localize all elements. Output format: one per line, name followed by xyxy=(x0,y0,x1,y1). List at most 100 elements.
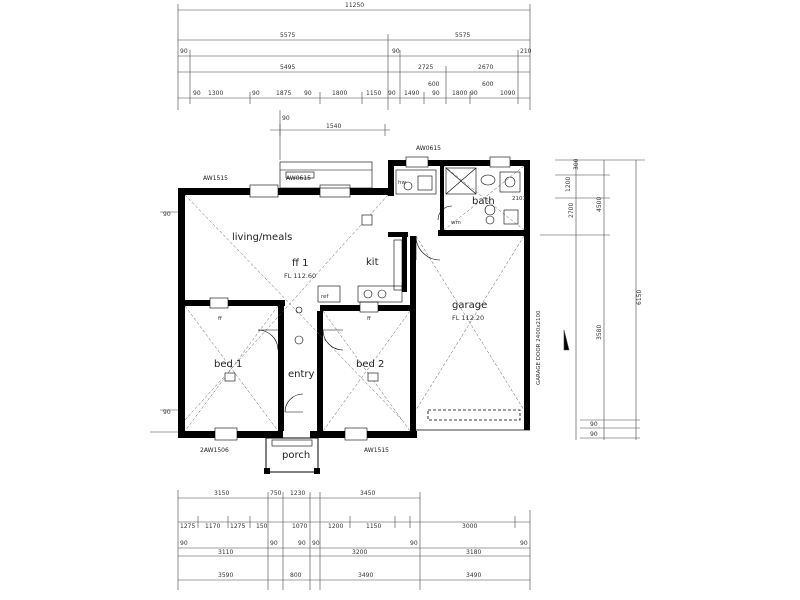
dim-b2-b: 1170 xyxy=(205,523,220,530)
robe-label-1: ff xyxy=(218,316,222,322)
dim-r-e: 90 xyxy=(590,421,598,428)
dim-b4-a: 3110 xyxy=(218,549,233,556)
window-label-2: AW0615 xyxy=(416,145,441,152)
room-bed1-label: bed 1 xyxy=(214,359,242,370)
ref-label: ref xyxy=(321,294,330,300)
dim-small: 1540 xyxy=(326,123,341,130)
dim-r4-d: 1150 xyxy=(366,90,381,97)
dim-b3-e: 90 xyxy=(410,540,418,547)
dim-r-g: 2700 xyxy=(568,203,575,218)
dim-b4-c: 3180 xyxy=(466,549,481,556)
dim-r4-e: 1490 xyxy=(404,90,419,97)
dim-sub-600: 600 xyxy=(428,81,440,88)
dim-b2-h: 3000 xyxy=(462,523,477,530)
dim-sub-b: 90 xyxy=(252,90,260,97)
dim-r4-h: 1090 xyxy=(500,90,515,97)
window-label-5: AW0615 xyxy=(286,175,311,182)
dim-b5-a: 3590 xyxy=(218,572,233,579)
ff-label: ff 1 xyxy=(292,258,308,269)
dim-r-c: 3580 xyxy=(596,325,603,340)
bottom-dimensions xyxy=(177,490,531,590)
dim-r4-g: 1800 xyxy=(452,90,467,97)
dim-b5-d: 3490 xyxy=(466,572,481,579)
dim-b3-f: 90 xyxy=(520,540,528,547)
room-entry-label: entry xyxy=(288,369,315,380)
dim-sub-a: 90 xyxy=(193,90,201,97)
room-kitchen-label: kit xyxy=(366,257,379,268)
dim-overall: 11250 xyxy=(345,2,364,9)
kitchen-fixtures xyxy=(317,214,403,303)
front-ledge xyxy=(279,161,373,189)
left-dimensions: 90 90 xyxy=(150,211,178,433)
room-garage-label: garage xyxy=(452,300,487,311)
dim-b3-c: 90 xyxy=(298,540,306,547)
ff-level-label: FL 112.60 xyxy=(284,272,316,280)
dim-r3b-a: 2725 xyxy=(418,64,433,71)
diagonals xyxy=(184,165,525,432)
dim-b2-a: 1275 xyxy=(180,523,195,530)
hw-label: hw xyxy=(398,180,406,186)
room-bed2-label: bed 2 xyxy=(356,359,384,370)
garage-level-label: FL 112.20 xyxy=(452,314,484,322)
dim-top-left: 5575 xyxy=(280,32,295,39)
dim-l-b: 90 xyxy=(163,409,171,416)
smoke-detectors xyxy=(224,306,379,382)
dim-r-a: 300 xyxy=(573,158,580,170)
dim-sub-600b: 600 xyxy=(482,81,494,88)
openings xyxy=(209,156,511,441)
room-bath-label: bath xyxy=(472,196,495,207)
dim-r-b: 1200 xyxy=(565,177,572,192)
dim-b2-f: 1200 xyxy=(328,523,343,530)
dim-r3b-b: 2670 xyxy=(478,64,493,71)
dim-left-offset: 90 xyxy=(282,115,290,122)
dim-top-right: 5575 xyxy=(455,32,470,39)
dim-b1-b: 750 xyxy=(270,490,282,497)
dim-b3-b: 90 xyxy=(270,540,278,547)
right-dimension-labels: 300 1200 2700 4500 3580 6150 90 90 xyxy=(565,158,643,438)
dim-b1-c: 1230 xyxy=(290,490,305,497)
dim-b3-d: 90 xyxy=(312,540,320,547)
room-living-label: living/meals xyxy=(232,232,292,243)
dim-sub-f: 90 xyxy=(470,90,478,97)
dim-b5-c: 3490 xyxy=(358,572,373,579)
dim-b2-g: 1150 xyxy=(366,523,381,530)
dim-b4-b: 3200 xyxy=(352,549,367,556)
robe-label-2: ff xyxy=(367,316,371,322)
dim-sub-d: 90 xyxy=(388,90,396,97)
dim-r3-a: 90 xyxy=(180,48,188,55)
dim-r-d: 6150 xyxy=(636,290,643,305)
dim-r-f: 90 xyxy=(590,431,598,438)
right-dimensions xyxy=(540,159,645,440)
room-porch-label: porch xyxy=(282,450,310,461)
wm-label: wm xyxy=(451,220,461,226)
window-label-1: AW1515 xyxy=(203,175,228,182)
dim-b5-b: 800 xyxy=(290,572,302,579)
dim-r3-b: 5495 xyxy=(280,64,295,71)
window-label-4: AW1515 xyxy=(364,447,389,454)
dim-l-a: 90 xyxy=(163,211,171,218)
w-note: 2101 xyxy=(512,196,526,202)
garage-door-note: GARAGE DOOR 2400x2100 xyxy=(536,310,542,385)
dim-r4-a: 1300 xyxy=(208,90,223,97)
bottom-dimension-labels: 3150 750 1230 3450 1275 1170 1275 150 10… xyxy=(180,490,528,579)
dim-r-h: 4500 xyxy=(596,197,603,212)
dim-sub-e: 90 xyxy=(432,90,440,97)
top-dimensions xyxy=(177,4,531,160)
dim-r4-b: 1875 xyxy=(276,90,291,97)
dim-r4-c: 1800 xyxy=(332,90,347,97)
bath-fixtures xyxy=(395,167,521,225)
dim-b2-d: 150 xyxy=(256,523,268,530)
dim-r3-e: 210 xyxy=(520,48,532,55)
garage-door xyxy=(416,409,530,431)
dim-b2-c: 1275 xyxy=(230,523,245,530)
door-swings xyxy=(257,205,453,413)
dim-b2-e: 1070 xyxy=(292,523,307,530)
dim-b1-d: 3450 xyxy=(360,490,375,497)
dim-b1-a: 3150 xyxy=(214,490,229,497)
porch xyxy=(264,437,320,474)
dim-sub-c: 90 xyxy=(304,90,312,97)
dim-r3-c: 90 xyxy=(392,48,400,55)
window-label-3: 2AW1506 xyxy=(200,447,229,454)
dim-b3-a: 90 xyxy=(180,540,188,547)
